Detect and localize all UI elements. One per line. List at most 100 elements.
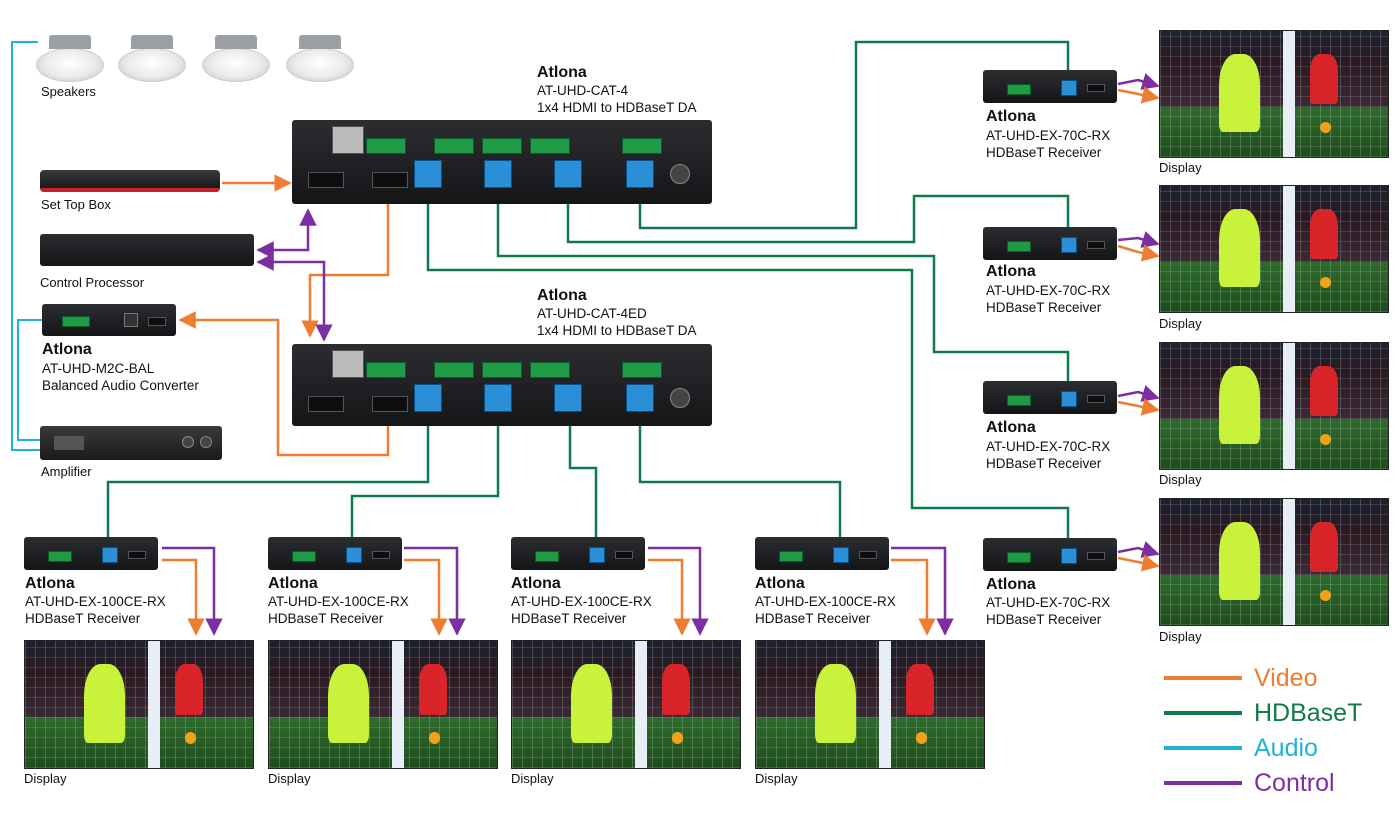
receiver-model: AT-UHD-EX-100CE-RX — [25, 594, 166, 609]
legend-swatch-video — [1164, 676, 1242, 680]
da1-unit — [292, 120, 712, 204]
legend-label-audio: Audio — [1254, 734, 1318, 762]
da2-brand: Atlona — [537, 287, 587, 304]
legend-label-video: Video — [1254, 664, 1318, 692]
receiver-brand: Atlona — [986, 108, 1036, 125]
audio-converter — [42, 304, 176, 336]
receiver-desc: HDBaseT Receiver — [25, 611, 141, 626]
hdbaset-wire-da2-out3 — [568, 410, 598, 540]
display-label: Display — [24, 771, 67, 786]
da1-brand: Atlona — [537, 64, 587, 81]
control-processor-label: Control Processor — [40, 275, 145, 290]
receiver-desc: HDBaseT Receiver — [986, 612, 1102, 627]
receiver-desc: HDBaseT Receiver — [986, 456, 1102, 471]
control-wire-da2 — [256, 253, 333, 342]
hdbaset-wire-da2-out1 — [106, 410, 430, 540]
receiver-unit — [983, 381, 1117, 414]
receiver-unit — [983, 70, 1117, 103]
da2-unit — [292, 344, 712, 426]
display-screen — [755, 640, 985, 769]
receiver-unit — [24, 537, 158, 570]
legend-item-hdbaset: HDBaseT — [1164, 698, 1362, 728]
receiver-unit — [983, 538, 1117, 571]
legend-item-control: Control — [1164, 768, 1335, 798]
legend-swatch-control — [1164, 781, 1242, 785]
audio-wire-converter — [17, 319, 42, 441]
display-label: Display — [511, 771, 554, 786]
hdbaset-wire-da1-out3 — [566, 190, 1070, 244]
display-screen — [268, 640, 498, 769]
hdbaset-wire-da1-out2 — [496, 190, 1070, 382]
receiver-desc: HDBaseT Receiver — [986, 145, 1102, 160]
receiver-brand: Atlona — [755, 575, 805, 592]
receiver-unit — [983, 227, 1117, 260]
receiver-model: AT-UHD-EX-100CE-RX — [755, 594, 896, 609]
set-top-box-label: Set Top Box — [41, 197, 111, 212]
speakers-label: Speakers — [41, 84, 96, 99]
control-processor — [40, 234, 254, 266]
audio-wires — [11, 41, 42, 451]
receiver-brand: Atlona — [25, 575, 75, 592]
display-screen — [1159, 185, 1389, 313]
hdbaset-wire-da2-out4 — [638, 410, 842, 540]
control-wires — [256, 208, 333, 342]
display-label: Display — [1159, 316, 1202, 331]
speaker-3 — [202, 35, 270, 82]
bottom-display-arrows — [162, 546, 954, 636]
legend-item-video: Video — [1164, 663, 1318, 693]
receiver-model: AT-UHD-EX-70C-RX — [986, 128, 1111, 143]
amplifier — [40, 426, 222, 460]
legend-item-audio: Audio — [1164, 733, 1318, 763]
right-display-arrows — [1117, 73, 1160, 572]
video-wire-da2-to-converter — [178, 311, 390, 457]
receiver-desc: HDBaseT Receiver — [755, 611, 871, 626]
receiver-model: AT-UHD-EX-70C-RX — [986, 283, 1111, 298]
receiver-unit — [268, 537, 402, 570]
set-top-box — [40, 170, 220, 192]
control-wire-da1 — [256, 208, 317, 259]
display-screen — [24, 640, 254, 769]
display-label: Display — [268, 771, 311, 786]
display-label: Display — [1159, 160, 1202, 175]
display-screen — [1159, 498, 1389, 626]
receiver-model: AT-UHD-EX-70C-RX — [986, 595, 1111, 610]
video-wire-da1-to-da2 — [301, 198, 390, 338]
da1-model: AT-UHD-CAT-4 — [537, 83, 628, 98]
receiver-model: AT-UHD-EX-100CE-RX — [268, 594, 409, 609]
speaker-1 — [36, 35, 104, 82]
display-label: Display — [755, 771, 798, 786]
display-screen — [1159, 30, 1389, 158]
receiver-brand: Atlona — [986, 263, 1036, 280]
legend-swatch-hdbaset — [1164, 711, 1242, 715]
receiver-brand: Atlona — [986, 576, 1036, 593]
receiver-model: AT-UHD-EX-70C-RX — [986, 439, 1111, 454]
receiver-unit — [511, 537, 645, 570]
receiver-desc: HDBaseT Receiver — [268, 611, 384, 626]
display-label: Display — [1159, 629, 1202, 644]
audio-converter-model: AT-UHD-M2C-BAL — [42, 361, 155, 376]
legend-label-control: Control — [1254, 769, 1335, 797]
hdbaset-wire-da1-out4 — [638, 40, 1070, 230]
da1-desc: 1x4 HDMI to HDBaseT DA — [537, 100, 697, 115]
receiver-brand: Atlona — [511, 575, 561, 592]
receiver-desc: HDBaseT Receiver — [986, 300, 1102, 315]
speaker-4 — [286, 35, 354, 82]
amplifier-label: Amplifier — [41, 464, 92, 479]
receiver-unit — [755, 537, 889, 570]
receiver-brand: Atlona — [986, 419, 1036, 436]
receiver-model: AT-UHD-EX-100CE-RX — [511, 594, 652, 609]
legend-swatch-audio — [1164, 746, 1242, 750]
hdbaset-wire-da1-out1 — [426, 190, 1070, 538]
display-screen — [511, 640, 741, 769]
display-label: Display — [1159, 472, 1202, 487]
receiver-desc: HDBaseT Receiver — [511, 611, 627, 626]
da2-desc: 1x4 HDMI to HDBaseT DA — [537, 323, 697, 338]
audio-converter-brand: Atlona — [42, 341, 92, 358]
display-screen — [1159, 342, 1389, 470]
receiver-brand: Atlona — [268, 575, 318, 592]
audio-converter-desc: Balanced Audio Converter — [42, 378, 199, 393]
audio-wire-speakers — [11, 41, 40, 451]
hdbaset-wire-da2-out2 — [350, 410, 500, 540]
da2-model: AT-UHD-CAT-4ED — [537, 306, 647, 321]
